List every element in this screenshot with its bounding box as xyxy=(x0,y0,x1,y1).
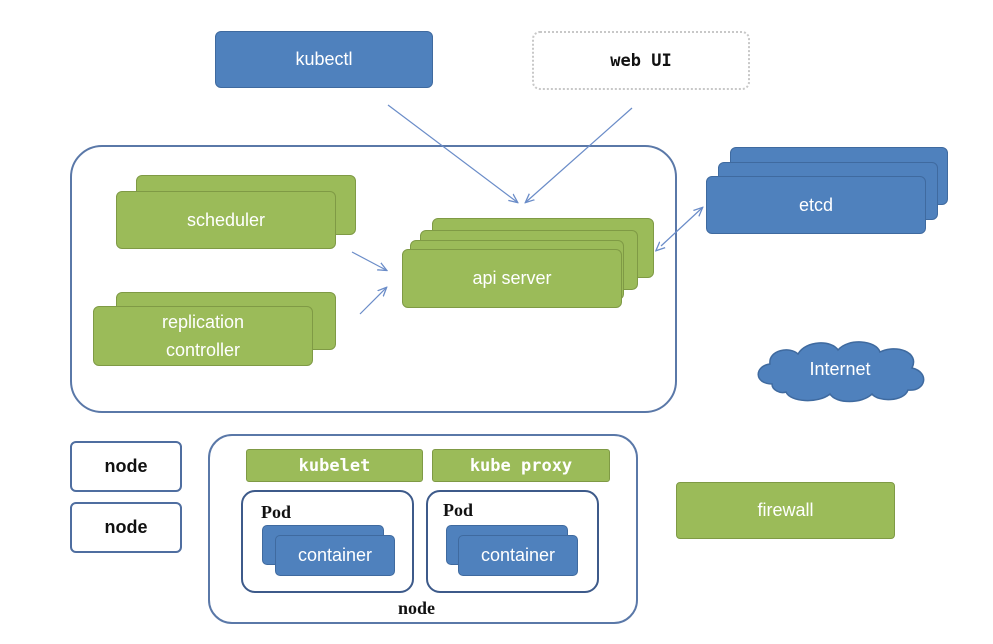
pod-1-container-label: container xyxy=(297,545,373,565)
arrow-web-ui-to-api-server xyxy=(526,107,633,202)
internet-cloud-icon xyxy=(757,341,925,403)
side-node-1-label: node xyxy=(104,456,148,476)
web-ui-label: web UI xyxy=(610,50,672,71)
side-node-2: node xyxy=(70,502,182,553)
web-ui-box: web UI xyxy=(532,31,750,90)
arrow-api-server-etcd xyxy=(661,208,702,246)
internet-label: Internet xyxy=(809,358,871,379)
etcd-label: etcd xyxy=(798,194,834,215)
side-node-2-label: node xyxy=(104,517,148,537)
api-server-box: api server xyxy=(402,249,622,308)
pod-2-container-box: container xyxy=(458,535,578,576)
arrow-scheduler-to-api-server xyxy=(351,251,386,270)
replication-controller-label-line2: controller xyxy=(165,340,241,360)
api-server-label: api server xyxy=(472,268,552,288)
pod-1-label: Pod xyxy=(261,502,292,522)
pod-1-container-box: container xyxy=(275,535,395,576)
internet-label-box: Internet xyxy=(750,336,930,402)
kube-proxy-box: kube proxy xyxy=(432,449,610,482)
kube-proxy-label: kube proxy xyxy=(469,455,573,476)
kubectl-box: kubectl xyxy=(215,31,433,88)
worker-node-label: node xyxy=(398,598,436,618)
replication-controller-label-line1: replication xyxy=(161,312,245,332)
firewall-label: firewall xyxy=(757,500,814,520)
kubelet-box: kubelet xyxy=(246,449,423,482)
pod-2-label: Pod xyxy=(443,500,474,520)
arrow-kubectl-to-api-server xyxy=(387,104,517,202)
pod-2-container-label: container xyxy=(480,545,556,565)
side-node-1: node xyxy=(70,441,182,492)
kubectl-label: kubectl xyxy=(295,49,353,69)
kubelet-label: kubelet xyxy=(298,455,371,476)
etcd-box: etcd xyxy=(706,176,926,234)
firewall-box: firewall xyxy=(676,482,895,539)
scheduler-label: scheduler xyxy=(186,209,266,230)
replication-controller-box: replication controller xyxy=(93,306,313,366)
arrow-replication-controller-to-api-server xyxy=(359,288,386,315)
scheduler-box: scheduler xyxy=(116,191,336,249)
